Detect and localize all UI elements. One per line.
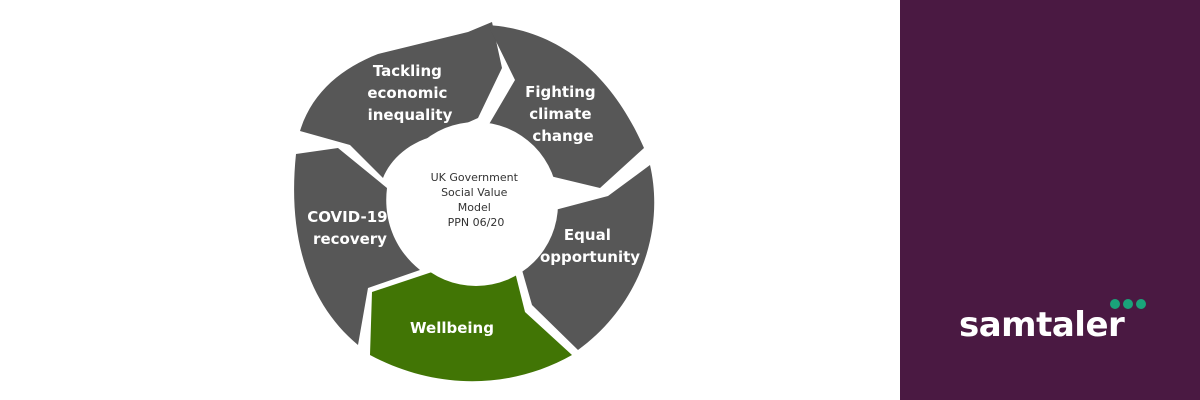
segment-climate-shape [488,25,644,188]
center-line-2: Social Value [441,186,508,199]
brand-logo: samtaler [959,305,1125,345]
logo-dot-3 [1136,299,1146,309]
segment-equal-line-1: Equal [564,226,611,244]
segment-covid-line-1: COVID-19 [307,208,387,226]
brand-panel [900,0,1200,400]
center-line-3: Model [458,201,491,214]
segment-climate-line-3: change [532,127,593,145]
segment-covid-line-2: recovery [313,230,387,248]
segment-wellbeing-line-1: Wellbeing [410,319,494,337]
segment-equal-label: Equal opportunity [540,226,640,266]
segment-tackling-line-3: inequality [368,106,453,124]
segment-wellbeing: Wellbeing [370,272,572,382]
segment-tackling: Tackling economic inequality [300,22,502,178]
center-line-1: UK Government [431,171,519,184]
segment-covid-shape [294,148,420,345]
segment-tackling-label: Tackling economic inequality [367,62,452,124]
segment-wellbeing-label: Wellbeing [410,319,494,337]
center-circle [394,122,558,286]
center-hub: UK Government Social Value Model PPN 06/… [394,122,558,286]
segment-climate-label: Fighting climate change [525,83,601,145]
logo-dot-1 [1110,299,1120,309]
segment-climate: Fighting climate change [488,25,644,188]
segment-equal-line-2: opportunity [540,248,640,266]
logo-dot-2 [1123,299,1133,309]
segment-tackling-shape [300,22,502,178]
segment-climate-line-2: climate [529,105,591,123]
segment-tackling-line-2: economic [367,84,447,102]
segment-tackling-line-1: Tackling [373,62,442,80]
segment-covid-label: COVID-19 recovery [307,208,393,248]
segment-wellbeing-shape [370,272,572,382]
segment-climate-line-1: Fighting [525,83,596,101]
segment-covid: COVID-19 recovery [294,148,420,345]
center-label: UK Government Social Value Model PPN 06/… [431,171,522,229]
center-line-4: PPN 06/20 [448,216,505,229]
